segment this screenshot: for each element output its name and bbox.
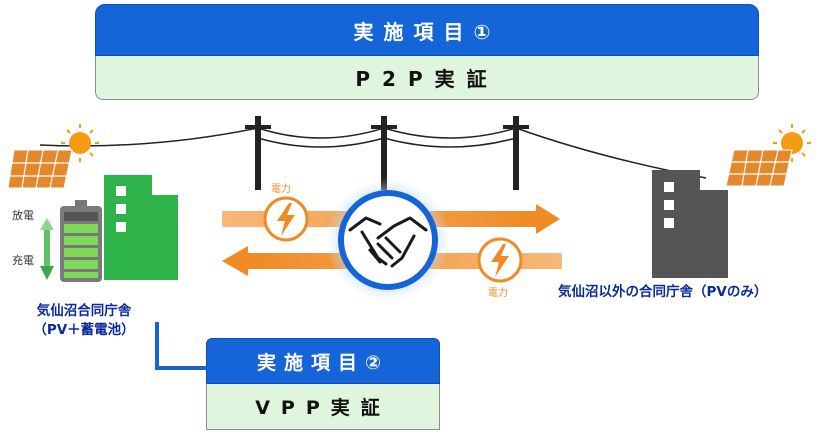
item1-panel: 実施項目① P2P実証 (95, 4, 759, 100)
building-icon (104, 175, 178, 280)
sun-icon (61, 124, 99, 162)
solar-panel-icon (7, 149, 73, 189)
solar-panel-icon (725, 149, 793, 187)
power-label-bottom: 電力 (488, 288, 508, 299)
left-building-name: 気仙沼合同庁舎 (36, 303, 132, 319)
power-lines (39, 127, 707, 179)
battery-icon (60, 200, 102, 282)
handshake-icon (326, 178, 450, 302)
connector-bracket (155, 322, 207, 370)
item1-body: P2P実証 (95, 56, 759, 100)
item2-panel: 実施項目② VPP実証 (206, 338, 440, 430)
item1-header: 実施項目① (95, 4, 759, 56)
utility-pole-icon (245, 116, 529, 190)
left-building-label: 気仙沼合同庁舎 （PV＋蓄電池） (18, 302, 150, 340)
item2-body: VPP実証 (206, 384, 440, 430)
lightning-icon (263, 196, 309, 242)
power-label-top: 電力 (271, 184, 291, 195)
charge-discharge-arrow (40, 218, 54, 280)
right-building-label: 気仙沼以外の合同庁舎（PVのみ） (558, 284, 768, 300)
building-icon (652, 170, 728, 278)
sun-icon (773, 124, 811, 162)
item2-header: 実施項目② (206, 338, 440, 384)
left-building-spec: （PV＋蓄電池） (33, 322, 135, 338)
lightning-icon (477, 237, 523, 283)
discharge-label: 放電 (12, 209, 34, 222)
charge-label: 充電 (12, 254, 34, 267)
